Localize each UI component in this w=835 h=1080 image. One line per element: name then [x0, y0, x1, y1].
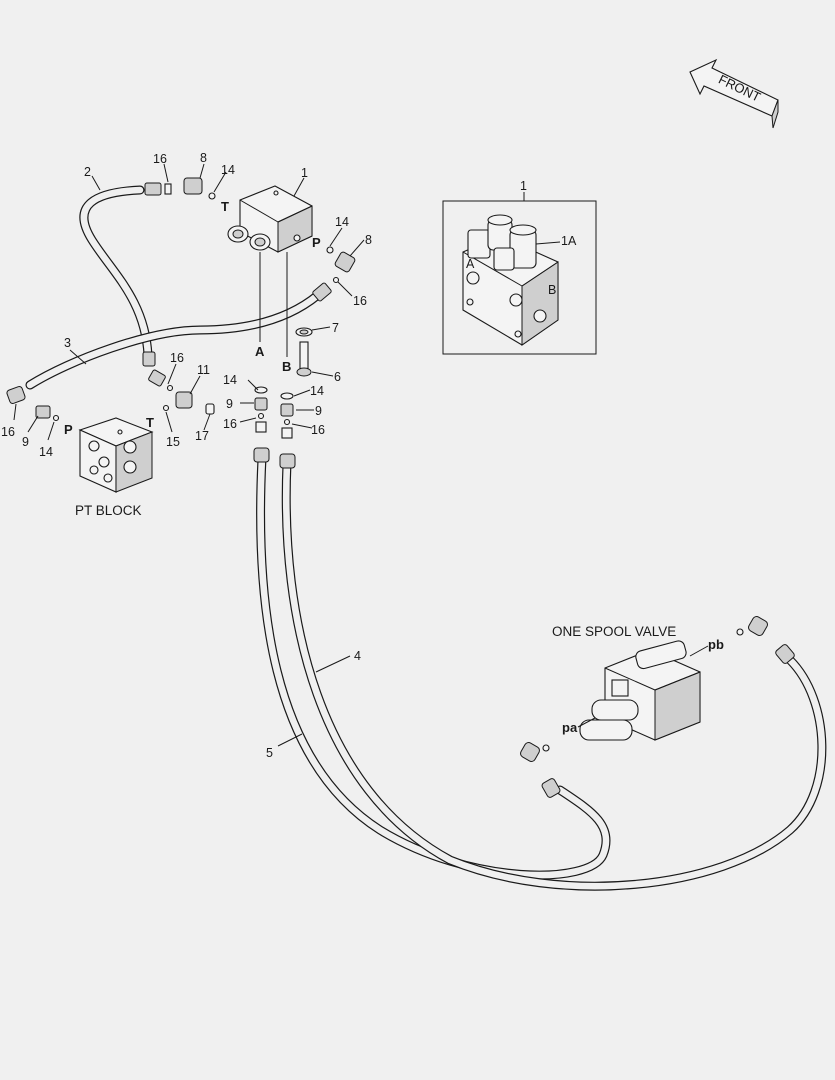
callout-14-top: 14: [221, 163, 235, 177]
callout-16-a: 16: [223, 417, 237, 431]
inset-valve: [462, 214, 561, 346]
callout-1-inset: 1: [520, 179, 527, 193]
bolt-6: [295, 327, 313, 377]
callout-16-left: 16: [1, 425, 15, 439]
inset-port-b: B: [548, 283, 556, 297]
callout-17: 17: [195, 429, 209, 443]
port-t-valve: T: [221, 199, 229, 214]
valve-block-1: [227, 185, 313, 253]
front-arrow-icon: FRONT: [689, 58, 779, 129]
callout-14-left: 14: [39, 445, 53, 459]
hose-5: [256, 453, 611, 880]
callout-6: 6: [334, 370, 341, 384]
port-a: A: [255, 344, 265, 359]
port-t-block: T: [146, 415, 154, 430]
callout-16-b: 16: [311, 423, 325, 437]
port-pb: pb: [708, 637, 724, 652]
callout-16-mid: 16: [170, 351, 184, 365]
hose-2: [79, 185, 153, 360]
callout-14-b: 14: [310, 384, 324, 398]
port-p-valve: P: [312, 235, 321, 250]
fittings-upper: [144, 177, 356, 302]
fittings-left: [6, 351, 215, 422]
spool-fittings: [520, 616, 795, 798]
callout-8-right: 8: [365, 233, 372, 247]
callout-15: 15: [166, 435, 180, 449]
port-p-block: P: [64, 422, 73, 437]
callout-9-b: 9: [315, 404, 322, 418]
callout-4: 4: [354, 649, 361, 663]
leader-lines: [13, 163, 709, 747]
one-spool-valve-caption: ONE SPOOL VALVE: [552, 624, 676, 639]
fittings-a: [253, 386, 270, 463]
port-b: B: [282, 359, 291, 374]
callout-9-a: 9: [226, 397, 233, 411]
callout-7: 7: [332, 321, 339, 335]
callout-14-a: 14: [223, 373, 237, 387]
pt-block-caption: PT BLOCK: [75, 503, 142, 518]
pt-block: [78, 417, 154, 493]
callout-2: 2: [84, 165, 91, 179]
callout-11: 11: [197, 363, 210, 377]
callout-14-right: 14: [335, 215, 349, 229]
callout-1a: 1A: [561, 234, 577, 248]
hose-4: [281, 458, 827, 891]
hose-3: [25, 290, 323, 390]
callout-8-top: 8: [200, 151, 207, 165]
callout-9-left: 9: [22, 435, 29, 449]
inset-port-a: A: [466, 257, 475, 271]
callout-3: 3: [64, 336, 71, 350]
one-spool-valve: [579, 640, 701, 741]
callout-1: 1: [301, 166, 308, 180]
port-pa: pa: [562, 720, 578, 735]
callout-5: 5: [266, 746, 273, 760]
callout-16-right: 16: [353, 294, 367, 308]
callout-16-top: 16: [153, 152, 167, 166]
fittings-b: [279, 392, 296, 469]
inset-frame: [442, 200, 597, 355]
